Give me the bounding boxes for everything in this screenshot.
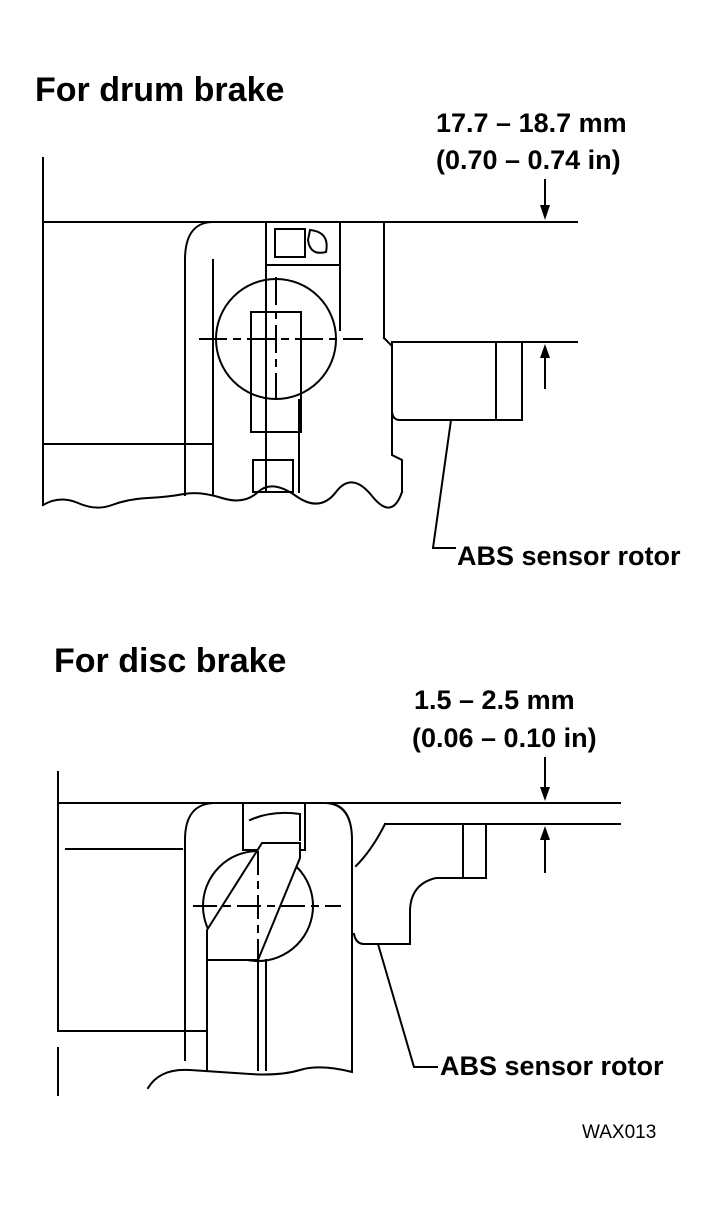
drum-break-line <box>41 481 404 509</box>
drum-housing-curve <box>184 220 215 496</box>
disc-seal-lip <box>248 811 301 841</box>
disc-dim-arrowhead-bottom <box>540 826 550 840</box>
drum-abs-sensor-rotor <box>391 341 497 421</box>
disc-brake-diagram <box>57 757 621 1096</box>
drum-oil-seal-inner <box>274 228 306 258</box>
drum-seal-lip <box>306 228 328 254</box>
disc-abs-sensor-rotor-label: ABS sensor rotor <box>440 1051 664 1081</box>
drum-dimension-mm: 17.7 – 18.7 mm <box>436 108 627 138</box>
drum-retainer <box>252 459 294 493</box>
disc-center-marks <box>193 851 341 961</box>
disc-bearing-roller <box>206 842 301 961</box>
drum-dim-arrowhead-bottom <box>540 344 550 358</box>
drum-rotor-flange <box>495 341 523 421</box>
disc-housing-right-curve <box>323 801 353 1071</box>
disc-rotor-fillet <box>354 822 387 868</box>
disc-callout-leader <box>376 942 438 1068</box>
drum-brake-title: For drum brake <box>35 71 285 109</box>
disc-abs-sensor-rotor <box>352 823 487 945</box>
disc-break-line <box>146 1066 354 1090</box>
disc-dimension-mm: 1.5 – 2.5 mm <box>414 685 575 715</box>
drum-abs-sensor-rotor-label: ABS sensor rotor <box>457 541 681 571</box>
drum-brake-diagram <box>41 157 578 549</box>
disc-dimension-in: (0.06 – 0.10 in) <box>412 723 597 753</box>
drum-housing-step <box>382 336 403 493</box>
drum-oil-seal <box>265 221 341 266</box>
figure-code: WAX013 <box>582 1122 657 1143</box>
drum-dimension-in: (0.70 – 0.74 in) <box>436 145 621 175</box>
drum-dim-arrowhead-top <box>540 205 550 220</box>
drum-center-marks <box>199 277 363 399</box>
disc-dim-arrowhead-top <box>540 787 550 801</box>
disc-brake-title: For disc brake <box>54 642 287 680</box>
drum-callout-leader <box>431 418 456 549</box>
disc-housing-curve <box>184 801 217 1061</box>
